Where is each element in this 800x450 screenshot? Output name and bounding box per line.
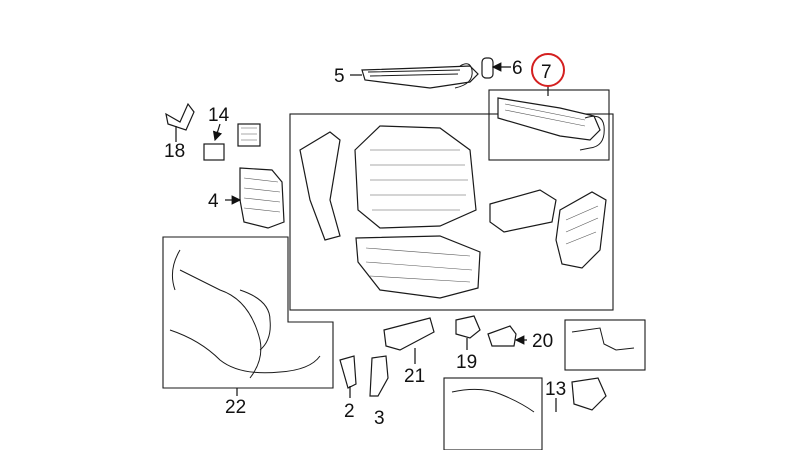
grommet[interactable] <box>481 57 494 79</box>
bracket[interactable] <box>339 317 435 397</box>
actuator[interactable] <box>203 123 261 161</box>
callout-18[interactable]: 18 <box>164 141 185 162</box>
callout-14[interactable]: 14 <box>208 105 230 126</box>
sensor[interactable] <box>455 315 517 347</box>
callout-19[interactable]: 19 <box>456 352 477 373</box>
callout-5[interactable]: 5 <box>334 66 345 87</box>
callout-6[interactable]: 6 <box>512 58 523 79</box>
callout-13[interactable]: 13 <box>545 379 566 400</box>
heater-core[interactable] <box>361 63 479 89</box>
harness-box <box>162 236 334 389</box>
evaporator-assembly-box <box>289 113 614 311</box>
wire-harness[interactable] <box>169 249 321 379</box>
part-20-detail-box <box>564 319 646 371</box>
callout-4[interactable]: 4 <box>208 191 219 212</box>
callout-20[interactable]: 20 <box>532 331 553 352</box>
duct[interactable] <box>239 167 285 229</box>
hvac-housing[interactable] <box>299 125 607 299</box>
part-7-box <box>488 89 610 161</box>
callout-7[interactable]: 7 <box>541 62 552 83</box>
callout-22[interactable]: 22 <box>225 397 246 418</box>
detail-parts[interactable] <box>451 327 635 413</box>
highlight-circle <box>531 53 565 87</box>
evaporator-core[interactable] <box>497 97 605 151</box>
lower-detail-box <box>443 377 543 450</box>
drain-hose[interactable] <box>165 102 195 131</box>
callout-2[interactable]: 2 <box>344 401 355 422</box>
callout-21[interactable]: 21 <box>404 366 425 387</box>
callout-3[interactable]: 3 <box>374 408 385 429</box>
